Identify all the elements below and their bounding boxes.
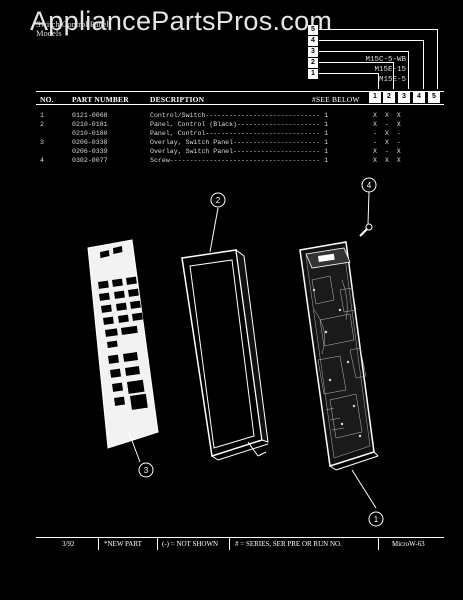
- bracket-line: [378, 73, 379, 89]
- row-desc: Panel, Control--------------------------…: [150, 130, 329, 137]
- col-model-2: 2: [383, 92, 395, 103]
- row-part: 0206-0339: [72, 148, 108, 155]
- footer-divider: [98, 537, 99, 550]
- model-box: 5: [308, 25, 318, 35]
- callout-label: 4: [367, 181, 372, 190]
- bracket-line: [437, 29, 438, 89]
- model-box: 3: [308, 47, 318, 57]
- footer-code: MicroW-63: [392, 540, 425, 548]
- row-desc: Overlay, Switch Panel-------------------…: [150, 139, 329, 146]
- row-part: 0206-0338: [72, 139, 108, 146]
- callout-label: 2: [216, 196, 221, 205]
- footer-rule: [36, 537, 444, 538]
- footer-date: 3/92: [62, 540, 75, 548]
- row-part: 0210-0181: [72, 121, 108, 128]
- footer-series: # = SERIES, SER PRE OR RUN NO.: [235, 540, 342, 548]
- row-no: 2: [40, 121, 44, 128]
- row-no: 3: [40, 139, 44, 146]
- control-panel: [181, 248, 269, 461]
- footer-divider: [157, 537, 158, 550]
- footer-divider: [378, 537, 379, 550]
- model-box: 1: [308, 69, 318, 79]
- row-desc: Overlay, Switch Panel-------------------…: [150, 148, 329, 155]
- row-marks: X - X: [373, 148, 401, 155]
- callout-4: [361, 177, 377, 193]
- watermark: AppliancePartsPros.com: [30, 6, 333, 36]
- models-label: Models: [36, 28, 62, 38]
- row-marks: X - X: [373, 121, 401, 128]
- footer-new-part: *NEW PART: [104, 540, 142, 548]
- callout-3: [138, 462, 154, 478]
- row-no: 4: [40, 157, 44, 164]
- callout-label: 3: [144, 466, 149, 475]
- section-title: Switch Control Panel: [36, 19, 109, 29]
- row-part: 0302-0077: [72, 157, 108, 164]
- row-part: 0210-0180: [72, 130, 108, 137]
- bracket-line: [319, 62, 393, 63]
- row-marks: - X -: [373, 130, 401, 137]
- bracket-line: [423, 40, 424, 89]
- callout-leaders: [127, 191, 377, 509]
- row-marks: X X X: [373, 112, 401, 119]
- model-name: M15C-5-WB: [365, 56, 406, 64]
- col-no: NO.: [40, 95, 54, 104]
- table-rule-bottom: [36, 104, 444, 105]
- callout-label: 1: [374, 515, 379, 524]
- col-model-1: 1: [369, 92, 381, 103]
- bracket-line: [319, 73, 378, 74]
- bracket-line: [393, 62, 394, 89]
- model-name: M15E-15: [374, 66, 406, 74]
- model-box: 4: [308, 36, 318, 46]
- row-desc: Screw-----------------------------------…: [150, 157, 329, 164]
- model-legend: M15C-5-WB M15E-15 M15E-5 5 4 3 2 1: [300, 22, 440, 92]
- control-switch-board: [299, 241, 379, 471]
- col-model-5: 5: [428, 92, 440, 103]
- row-desc: Panel, Control (Black)------------------…: [150, 121, 329, 128]
- bracket-line: [319, 29, 437, 30]
- callout-1: [368, 511, 384, 527]
- footer-divider: [229, 537, 230, 550]
- row-marks: - X -: [373, 139, 401, 146]
- bracket-line: [408, 51, 409, 89]
- col-see-below: #SEE BELOW: [312, 95, 360, 104]
- callout-2: [210, 192, 226, 208]
- model-box: 2: [308, 58, 318, 68]
- screw: [359, 223, 373, 237]
- switch-panel-overlay: [87, 239, 159, 449]
- col-part-number: PART NUMBER: [72, 95, 129, 104]
- row-marks: X X X: [373, 157, 401, 164]
- row-part: 0121-0068: [72, 112, 108, 119]
- footer-not-shown: (-) = NOT SHOWN: [162, 540, 219, 548]
- row-desc: Control/Switch--------------------------…: [150, 112, 329, 119]
- model-name: M15E-5: [326, 76, 406, 84]
- col-model-4: 4: [413, 92, 425, 103]
- parts-diagram: 2 4 3 1: [87, 177, 384, 527]
- bracket-line: [319, 51, 408, 52]
- col-description: DESCRIPTION: [150, 95, 205, 104]
- table-rule-top: [36, 91, 444, 92]
- bracket-line: [319, 40, 423, 41]
- col-model-3: 3: [398, 92, 410, 103]
- row-no: 1: [40, 112, 44, 119]
